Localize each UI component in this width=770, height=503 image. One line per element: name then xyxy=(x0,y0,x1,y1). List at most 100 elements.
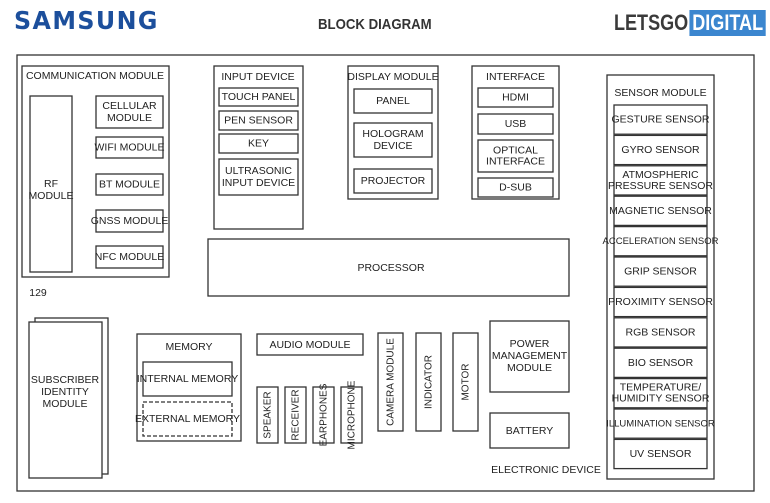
camera-module-label: CAMERA MODULE xyxy=(385,338,396,426)
communication-module-title: COMMUNICATION MODULE xyxy=(26,70,164,82)
interface-item-label-0: HDMI xyxy=(502,91,529,103)
audio-module xyxy=(256,333,364,356)
comm-item-0 xyxy=(95,95,164,129)
sensor-item-0 xyxy=(613,104,708,135)
interface-item-2 xyxy=(477,139,554,173)
comm-item-1 xyxy=(95,136,164,159)
rf-module xyxy=(29,95,73,273)
sensor-item-label-10: ILLUMINATION SENSOR xyxy=(606,418,715,429)
comm-item-4 xyxy=(95,245,164,269)
external-memory xyxy=(142,401,233,437)
interface-item-0 xyxy=(477,87,554,108)
audio-item-label-1: RECEIVER xyxy=(290,389,301,440)
input-item-label-0: TOUCH PANEL xyxy=(222,91,296,103)
memory-title: MEMORY xyxy=(165,341,212,353)
audio-item-1 xyxy=(284,386,307,444)
letsgodigital-logo: LETSGO DIGITAL xyxy=(614,10,766,36)
electronic-device-label: ELECTRONIC DEVICE xyxy=(491,464,601,476)
display-item-0 xyxy=(353,88,433,114)
indicator xyxy=(415,332,442,432)
sensor-item-3 xyxy=(613,195,708,227)
battery xyxy=(489,412,570,449)
samsung-logo: SAMSUNG xyxy=(14,6,159,35)
sensor-item-4 xyxy=(613,225,708,257)
header: SAMSUNG BLOCK DIAGRAM LETSGO DIGITAL xyxy=(0,0,770,45)
logo-digital: DIGITAL xyxy=(689,10,766,36)
sensor-item-label-1: GYRO SENSOR xyxy=(621,144,700,156)
sensor-item-label-0: GESTURE SENSOR xyxy=(611,113,709,125)
comm-item-label-3: GNSS MODULE xyxy=(91,215,169,227)
interface-title: INTERFACE xyxy=(486,71,545,83)
sensor-item-2 xyxy=(613,165,708,196)
sensor-item-label-4: ACCELERATION SENSOR xyxy=(603,236,719,247)
audio-item-0 xyxy=(256,386,279,444)
comm-item-label-1: WIFI MODULE xyxy=(95,141,165,153)
power-management-module xyxy=(489,320,570,393)
reference-number-129: 129 xyxy=(29,287,47,299)
sensor-item-9 xyxy=(613,377,708,409)
input-item-0 xyxy=(218,87,299,107)
interface-item-3 xyxy=(477,177,554,198)
internal-memory-label: INTERNAL MEMORY xyxy=(137,373,239,385)
display-item-label-2: PROJECTOR xyxy=(361,175,426,187)
input-item-2 xyxy=(218,133,299,154)
logo-letsgo: LETSGO xyxy=(614,10,689,35)
battery-label: BATTERY xyxy=(506,425,553,437)
comm-item-label-4: NFC MODULE xyxy=(95,251,164,263)
motor-label: MOTOR xyxy=(460,363,471,400)
display-item-2 xyxy=(353,168,433,194)
sensor-item-label-8: BIO SENSOR xyxy=(628,357,694,369)
processor-label: PROCESSOR xyxy=(357,262,425,274)
interface-item-label-1: USB xyxy=(505,118,527,130)
interface-item-1 xyxy=(477,113,554,135)
comm-item-3 xyxy=(95,209,164,233)
input-item-3 xyxy=(218,158,299,196)
sensor-item-label-9: TEMPERATURE/HUMIDITY SENSOR xyxy=(612,381,710,404)
interface-item-label-3: D-SUB xyxy=(499,181,532,193)
sensor-item-6 xyxy=(613,286,708,318)
input-item-label-1: PEN SENSOR xyxy=(224,114,293,126)
display-item-1 xyxy=(353,122,433,158)
audio-item-3 xyxy=(340,386,363,444)
sensor-item-5 xyxy=(613,256,708,287)
input-item-label-2: KEY xyxy=(248,137,269,149)
display-item-label-0: PANEL xyxy=(376,95,410,107)
comm-item-2 xyxy=(95,173,164,196)
display-module-title: DISPLAY MODULE xyxy=(347,71,438,83)
audio-item-label-2: EARPHONES xyxy=(318,383,329,446)
audio-item-label-3: MICROPHONE xyxy=(346,380,357,449)
sensor-item-8 xyxy=(613,347,708,379)
sensor-item-10 xyxy=(613,408,708,439)
external-memory-label: EXTERNAL MEMORY xyxy=(135,413,240,425)
processor xyxy=(207,238,570,297)
internal-memory xyxy=(142,361,233,397)
sensor-item-label-7: RGB SENSOR xyxy=(625,326,695,338)
audio-item-2 xyxy=(312,386,335,444)
indicator-label: INDICATOR xyxy=(423,355,434,409)
sensor-item-label-5: GRIP SENSOR xyxy=(624,265,697,277)
motor xyxy=(452,332,479,432)
camera-module xyxy=(377,332,404,432)
audio-item-label-0: SPEAKER xyxy=(262,391,273,438)
input-device-title: INPUT DEVICE xyxy=(221,71,294,83)
page-title: BLOCK DIAGRAM xyxy=(318,16,432,33)
audio-module-title: AUDIO MODULE xyxy=(269,339,350,351)
sensor-item-label-6: PROXIMITY SENSOR xyxy=(608,296,713,308)
sensor-item-label-3: MAGNETIC SENSOR xyxy=(609,205,712,217)
sensor-module-title: SENSOR MODULE xyxy=(614,87,706,99)
sensor-item-11 xyxy=(613,438,708,470)
comm-item-label-2: BT MODULE xyxy=(99,178,160,190)
sensor-item-label-11: UV SENSOR xyxy=(630,448,692,460)
input-item-1 xyxy=(218,110,299,131)
sensor-item-7 xyxy=(613,317,708,348)
subscriber-identity-module xyxy=(28,321,103,479)
